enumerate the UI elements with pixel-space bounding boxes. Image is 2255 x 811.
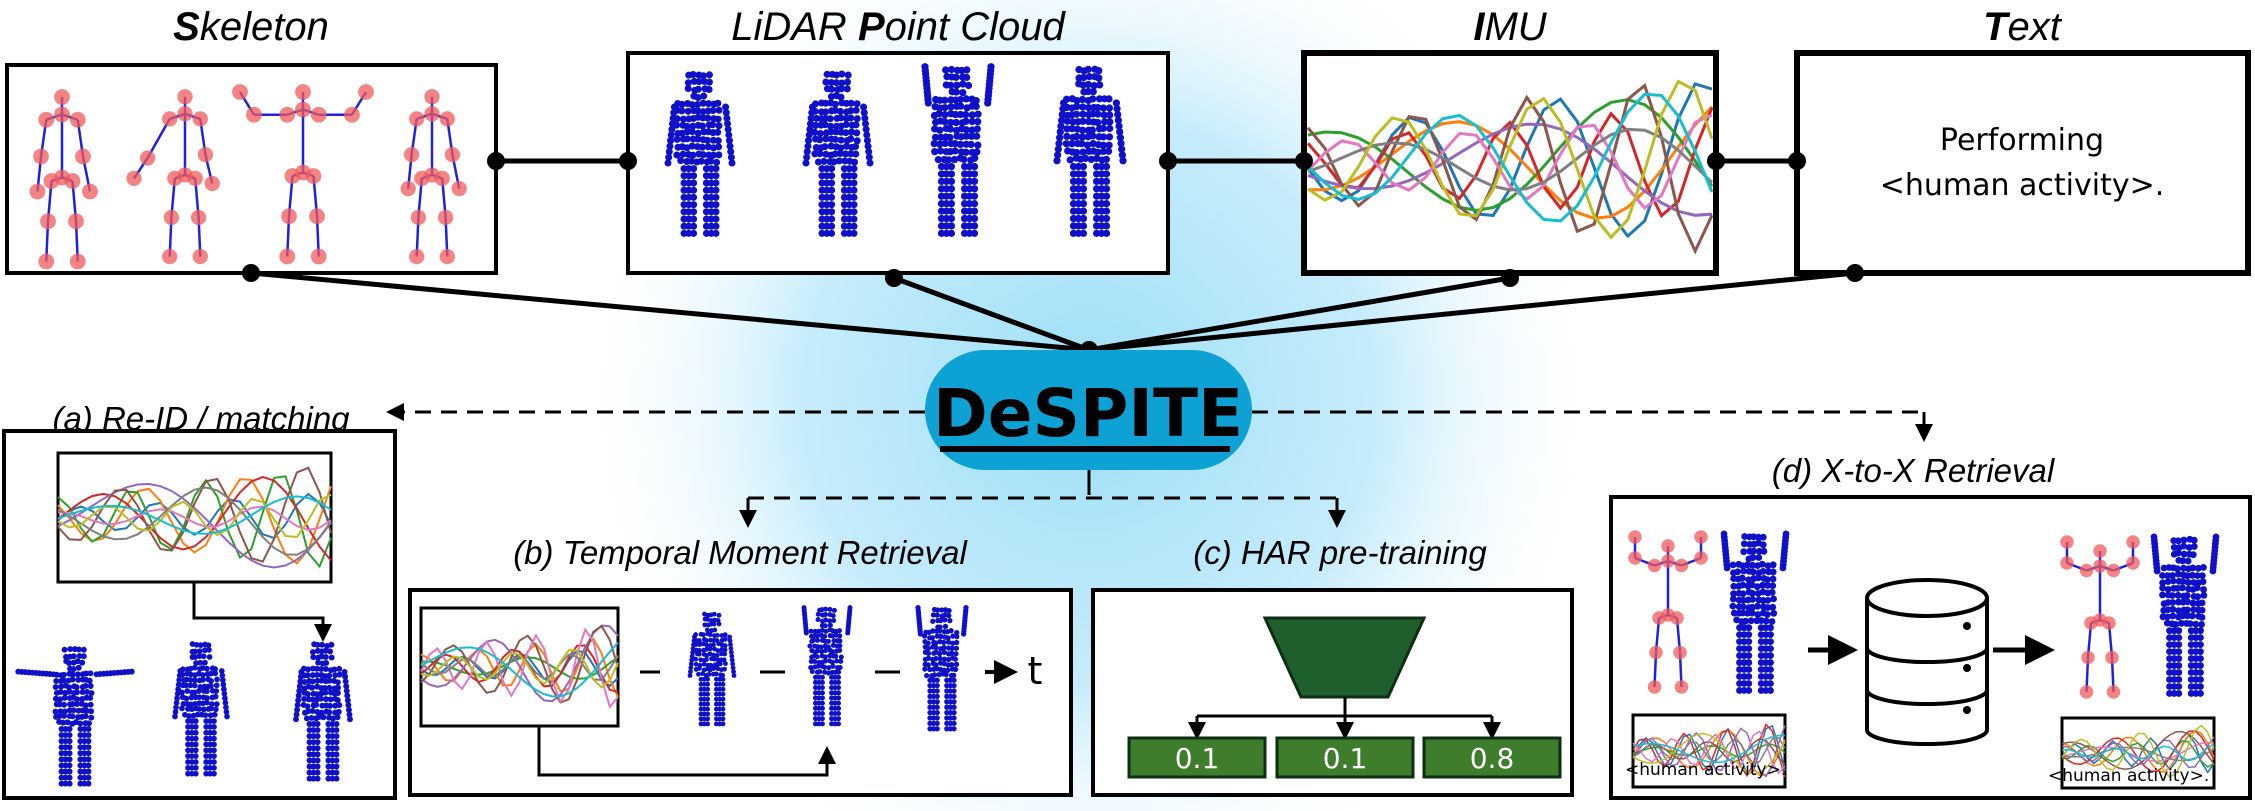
- imu-lines: [1631, 713, 1787, 789]
- skeleton-figure: [29, 89, 98, 270]
- task-a-arrow: [192, 582, 332, 642]
- task-c-label: (c) HAR pre-training: [1193, 534, 1487, 571]
- despite-pill: [925, 350, 1252, 470]
- skeleton-figure: [126, 89, 220, 265]
- text-line-2: <human activity>.: [1880, 168, 2165, 203]
- imu-lines: [419, 606, 620, 728]
- connector-dot: [487, 152, 505, 170]
- svg-text:0.1: 0.1: [1323, 742, 1368, 775]
- modality-connectors: [250, 158, 1856, 353]
- imu-box: [1301, 50, 1719, 276]
- connector-dot: [242, 264, 260, 282]
- imu-lines: [2060, 716, 2216, 790]
- time-axis-label: t: [1028, 649, 1043, 693]
- imu-lines: [56, 451, 333, 584]
- skeleton-box: [5, 63, 498, 275]
- skeleton-figure: [232, 84, 374, 265]
- connector-dot: [1159, 152, 1177, 170]
- connector-dot: [1501, 269, 1519, 287]
- imu-lines: [1306, 79, 1714, 255]
- point-cloud-figure: [2150, 533, 2220, 697]
- connector-dot: [619, 152, 637, 170]
- connector-dot: [1846, 264, 1864, 282]
- connector-dot: [1295, 152, 1313, 170]
- task-d-label: (d) X-to-X Retrieval: [1772, 452, 2056, 489]
- connector-dot: [885, 269, 903, 287]
- point-cloud-figure: [801, 605, 853, 727]
- lidar-title: LiDAR Point Cloud: [731, 5, 1066, 49]
- point-cloud-figure: [172, 641, 230, 777]
- task-b-label: (b) Temporal Moment Retrieval: [513, 534, 968, 571]
- database-icon: [1865, 578, 1989, 746]
- task-connectors: [386, 403, 1933, 528]
- imu-signal-plot: [1306, 79, 1714, 255]
- text-line-1: Performing: [1940, 123, 2104, 158]
- connector-dots: [242, 152, 1864, 359]
- task-b-timeline: [537, 660, 1018, 777]
- point-cloud-figure: [1720, 530, 1790, 694]
- point-cloud-figure: [664, 70, 736, 237]
- despite-label: DeSPITE: [933, 375, 1243, 452]
- task-a-imu-plot: [56, 451, 333, 584]
- har-score-2: 0.8: [1422, 736, 1562, 779]
- text-box: [1794, 50, 2251, 276]
- svg-text:0.1: 0.1: [1175, 742, 1220, 775]
- task-a-point-clouds: [15, 641, 353, 787]
- connector-dot: [1707, 152, 1725, 170]
- point-cloud-figure: [802, 70, 874, 237]
- task-b-imu-plot: [419, 606, 620, 728]
- point-cloud-figure: [687, 611, 737, 727]
- skeleton-figure: [2060, 535, 2140, 699]
- har-score-0: 0.1: [1127, 736, 1267, 779]
- svg-text:0.8: 0.8: [1470, 742, 1515, 775]
- imu-title: IMU: [1473, 5, 1547, 49]
- result-text: <human activity>.: [2048, 766, 2209, 786]
- task-d-imu-plots: [1631, 713, 2216, 790]
- point-cloud-figures: [664, 63, 1127, 237]
- task-d-figures: [1628, 530, 2220, 699]
- har-score-1: 0.1: [1275, 736, 1415, 779]
- point-cloud-figure: [1053, 65, 1127, 237]
- skeleton-title: Skeleton: [173, 5, 329, 49]
- point-cloud-figure: [915, 604, 969, 732]
- point-cloud-figure: [921, 63, 995, 237]
- point-cloud-figure: [293, 641, 353, 782]
- connector-dot: [1788, 152, 1806, 170]
- skeleton-figures: [29, 84, 467, 270]
- har-arrows: [1188, 697, 1501, 740]
- despite-underline: [940, 446, 1230, 452]
- skeleton-figure: [400, 89, 467, 265]
- encoder-trapezoid: [1262, 616, 1427, 699]
- text-title: Text: [1983, 5, 2063, 49]
- skeleton-figure: [1628, 530, 1708, 694]
- query-text: <human activity>.: [1625, 760, 1786, 780]
- despite-model: DeSPITE: [925, 350, 1252, 470]
- point-cloud-figure: [15, 646, 135, 787]
- task-b-point-cloud-sequence: [687, 604, 969, 732]
